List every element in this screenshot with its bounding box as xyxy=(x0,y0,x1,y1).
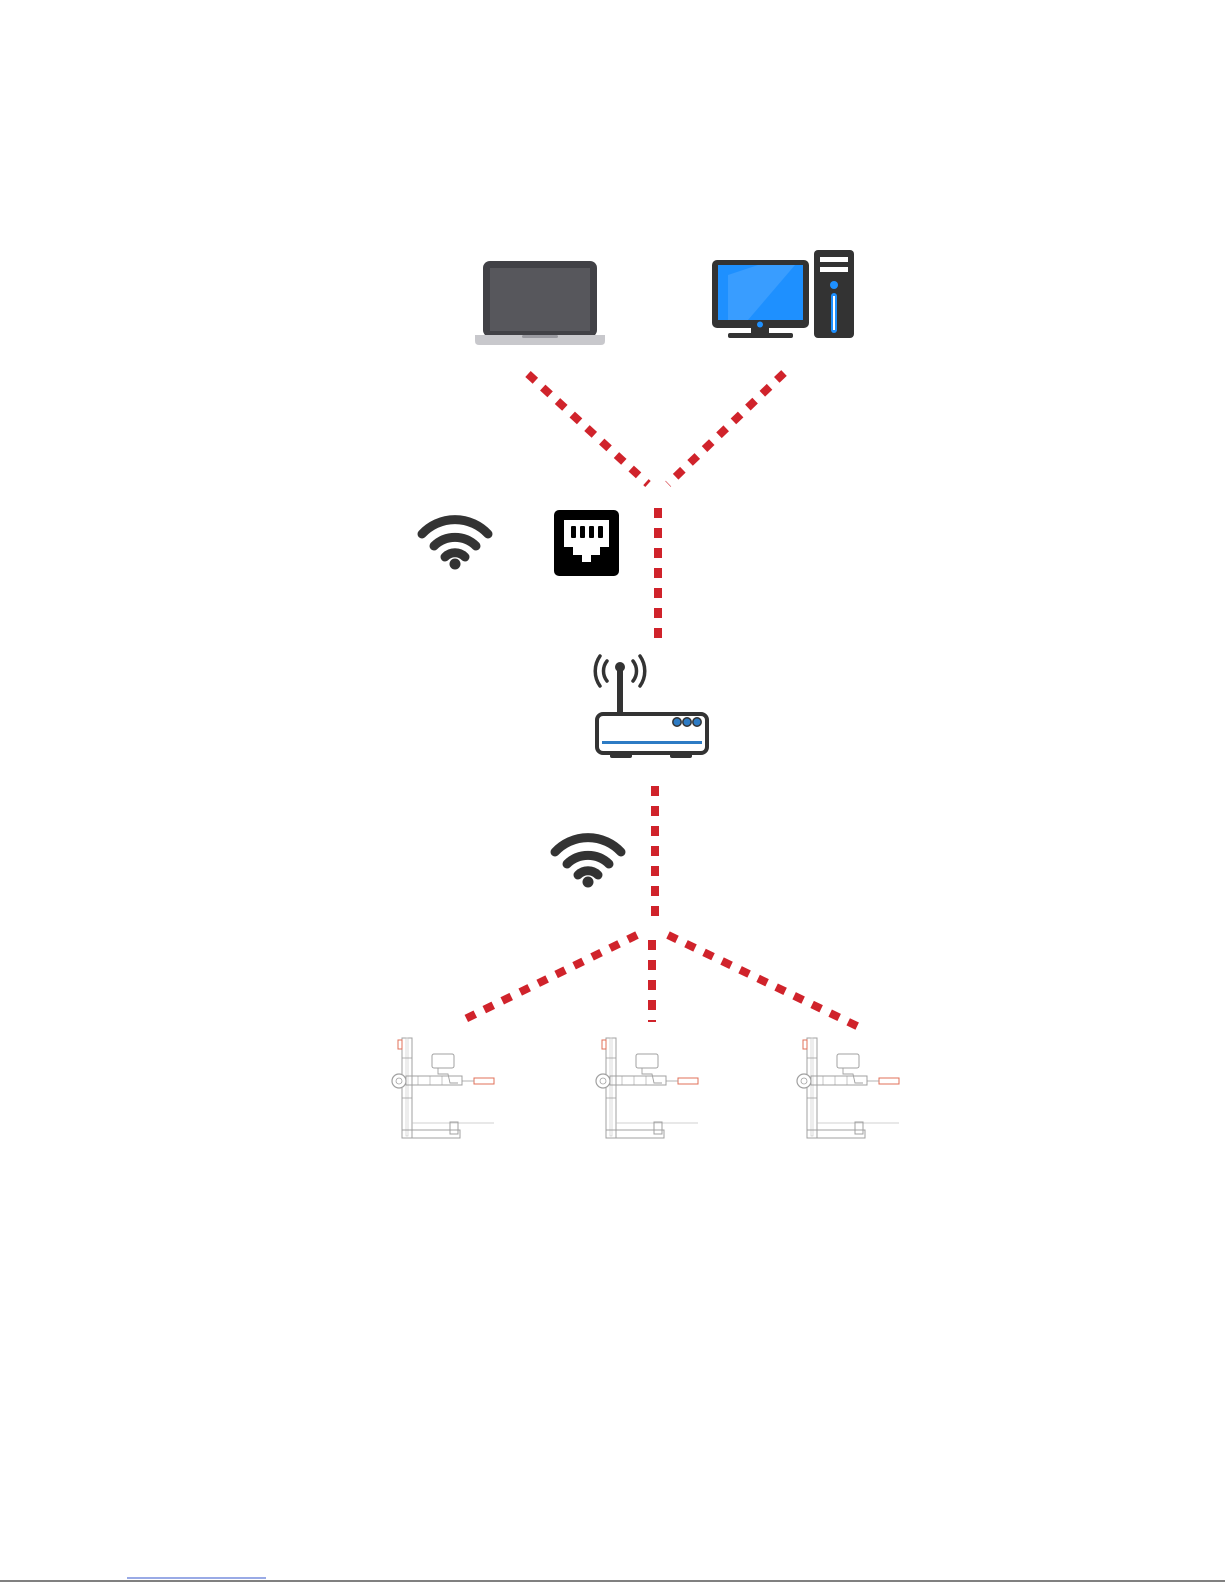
cartesian-robot-icon xyxy=(797,1038,899,1138)
links xyxy=(459,373,859,1027)
wifi-icon xyxy=(555,838,621,888)
cartesian-robot-icon xyxy=(392,1038,494,1138)
laptop-icon xyxy=(475,261,605,345)
link-split-to-machine-3 xyxy=(668,935,859,1027)
cartesian-robot-icon xyxy=(596,1038,698,1138)
link-desktop-to-hub xyxy=(668,373,784,484)
wireless-router-icon xyxy=(595,656,707,758)
desktop-computer-icon xyxy=(712,250,854,338)
link-laptop-to-hub xyxy=(528,374,648,484)
wifi-icon xyxy=(422,520,488,570)
ethernet-port-icon xyxy=(554,510,619,576)
link-split-to-machine-1 xyxy=(459,935,637,1022)
